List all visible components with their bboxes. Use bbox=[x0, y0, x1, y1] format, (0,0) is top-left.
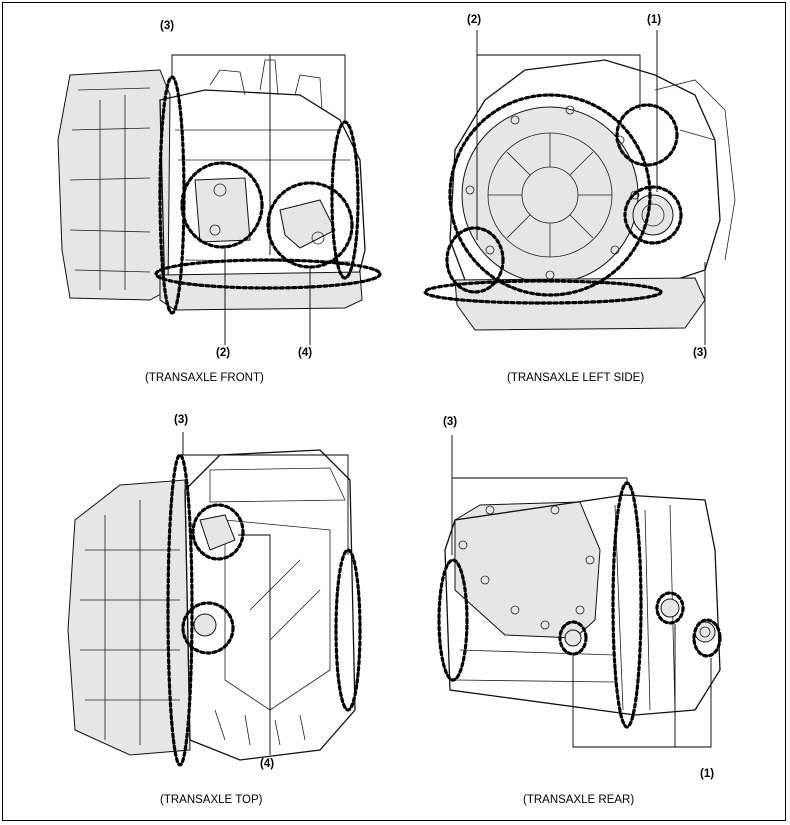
left-caption: (TRANSAXLE LEFT SIDE) bbox=[507, 372, 645, 384]
panel-transaxle-rear: (3) (1) (TRANSAXLE REAR) bbox=[395, 410, 790, 825]
top-callout-3: (3) bbox=[174, 414, 189, 426]
front-callout-2: (2) bbox=[216, 347, 231, 359]
transaxle-rear-drawing bbox=[437, 435, 722, 748]
front-callout-3: (3) bbox=[160, 20, 175, 32]
left-callout-1: (1) bbox=[647, 14, 662, 26]
transaxle-front-drawing bbox=[57, 54, 382, 345]
left-callout-2: (2) bbox=[467, 14, 482, 26]
front-callout-4: (4) bbox=[298, 347, 313, 359]
panel-transaxle-front: (3) (2) (4) (TRANSAXLE FRONT) bbox=[0, 0, 395, 410]
top-caption: (TRANSAXLE TOP) bbox=[160, 794, 263, 806]
rear-callout-1: (1) bbox=[700, 768, 715, 780]
rear-caption: (TRANSAXLE REAR) bbox=[523, 794, 635, 806]
rear-callout-3: (3) bbox=[443, 416, 458, 428]
transaxle-top-drawing bbox=[67, 432, 362, 767]
front-caption: (TRANSAXLE FRONT) bbox=[145, 372, 264, 384]
transaxle-left-side-drawing bbox=[423, 30, 736, 345]
panel-transaxle-left-side: (2) (1) (3) (TRANSAXLE LEFT SIDE) bbox=[395, 0, 790, 410]
left-callout-3: (3) bbox=[693, 347, 708, 359]
top-callout-4: (4) bbox=[260, 758, 275, 770]
panel-transaxle-top: (3) (4) (TRANSAXLE TOP) bbox=[0, 410, 395, 825]
